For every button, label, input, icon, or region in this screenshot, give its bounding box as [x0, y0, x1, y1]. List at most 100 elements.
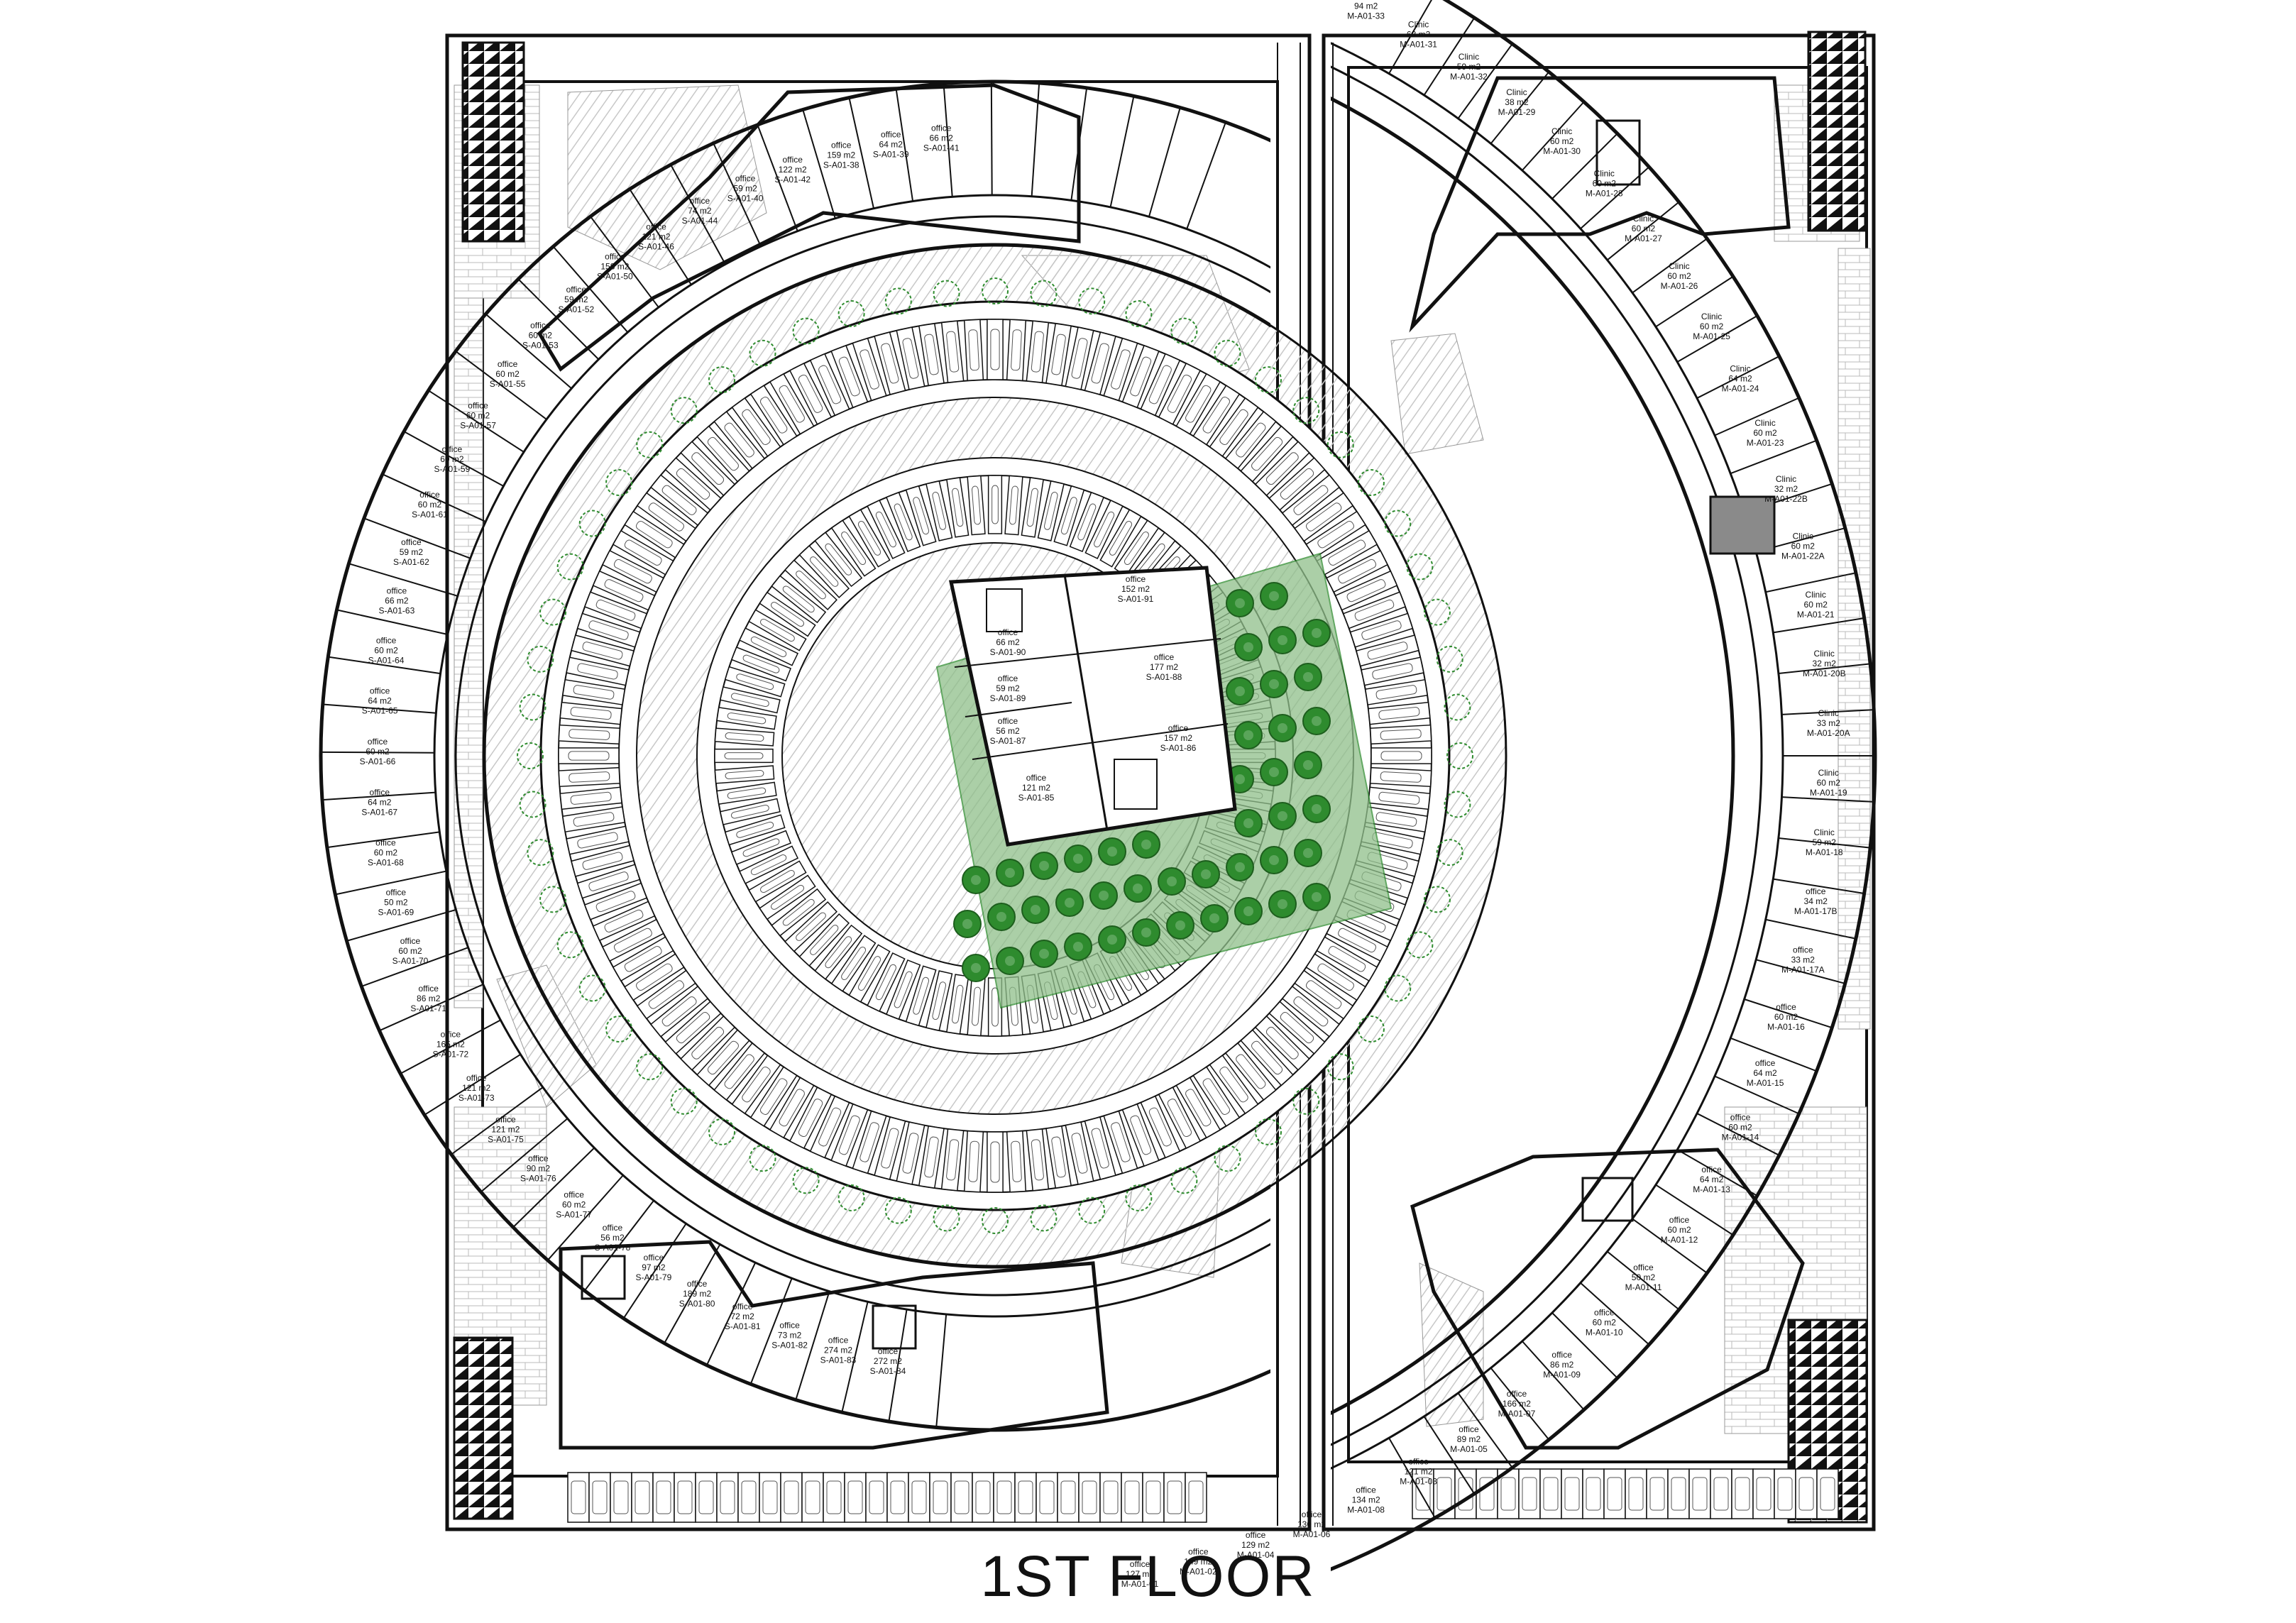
parking-stall — [624, 953, 685, 1001]
parking-stall — [1175, 373, 1221, 435]
parking-stall — [748, 860, 807, 903]
svg-text:Clinic: Clinic — [1730, 364, 1750, 374]
svg-text:office: office — [1130, 1559, 1150, 1569]
tree-icon — [1384, 510, 1412, 537]
parking-stall — [780, 1472, 803, 1523]
parking-stall — [814, 924, 863, 980]
tree-icon — [1226, 589, 1254, 617]
parking-stall — [905, 485, 937, 546]
tree-icon — [1326, 431, 1354, 458]
tree-icon — [884, 287, 912, 315]
tree-icon — [962, 954, 990, 982]
parking-stall — [1795, 1468, 1818, 1519]
tree-icon — [1170, 317, 1198, 345]
svg-text:60 m2: 60 m2 — [1667, 1225, 1691, 1235]
svg-text:office: office — [603, 1223, 623, 1233]
svg-text:60 m2: 60 m2 — [440, 454, 464, 464]
parking-stall — [1476, 1468, 1498, 1519]
parking-stall — [1326, 918, 1389, 962]
parking-stall — [724, 666, 786, 698]
parking-stall — [730, 830, 792, 865]
svg-text:M-A01-31: M-A01-31 — [1400, 40, 1437, 50]
tree-icon — [1200, 904, 1229, 932]
svg-text:S-A01-69: S-A01-69 — [378, 907, 414, 917]
parking-stall — [664, 1001, 722, 1055]
parking-stall — [830, 1103, 869, 1167]
svg-text:60 m2: 60 m2 — [495, 369, 520, 379]
parking-stall — [1294, 969, 1354, 1020]
svg-text:office: office — [931, 123, 952, 133]
parking-stall — [1646, 1468, 1669, 1519]
tree-icon — [670, 397, 698, 424]
parking-stall — [886, 1472, 909, 1523]
parking-stall — [852, 337, 887, 402]
parking-stall — [1625, 1468, 1647, 1519]
svg-text:S-A01-71: S-A01-71 — [410, 1003, 446, 1013]
tree-icon — [1268, 714, 1297, 742]
tree-icon — [1294, 751, 1322, 779]
parking-stall — [1192, 385, 1241, 446]
tree-icon — [1446, 742, 1473, 769]
parking-stall — [601, 918, 664, 962]
svg-text:121 m2: 121 m2 — [491, 1124, 520, 1134]
parking-stall — [1254, 441, 1310, 497]
tree-icon — [1234, 809, 1263, 837]
svg-text:office: office — [998, 627, 1018, 637]
svg-text:165 m2: 165 m2 — [436, 1039, 465, 1049]
svg-text:S-A01-89: S-A01-89 — [990, 693, 1026, 703]
svg-text:office: office — [1408, 1456, 1429, 1466]
svg-text:50 m2: 50 m2 — [1632, 1272, 1656, 1282]
svg-text:office: office — [386, 887, 407, 897]
tree-icon — [636, 1053, 664, 1081]
parking-stall — [571, 634, 635, 667]
parking-stall — [759, 1472, 781, 1523]
parking-stall — [972, 1472, 994, 1523]
parking-stall — [1121, 1103, 1160, 1167]
parking-stall — [1175, 1077, 1221, 1139]
svg-text:90 m2: 90 m2 — [527, 1163, 551, 1173]
svg-text:S-A01-39: S-A01-39 — [873, 149, 909, 159]
parking-stall — [798, 545, 850, 598]
svg-text:S-A01-38: S-A01-38 — [823, 160, 859, 170]
svg-text:60 m2: 60 m2 — [398, 946, 422, 956]
parking-stall — [561, 806, 626, 833]
svg-text:M-A01-27: M-A01-27 — [1625, 233, 1662, 243]
tree-icon — [1078, 287, 1106, 315]
svg-text:office: office — [605, 251, 625, 261]
parking-stall — [852, 1110, 887, 1174]
parking-stall — [1240, 425, 1294, 483]
svg-text:60 m2: 60 m2 — [1804, 600, 1828, 610]
parking-stall — [1209, 397, 1259, 457]
svg-text:S-A01-59: S-A01-59 — [434, 464, 471, 474]
parking-stall — [1078, 1472, 1101, 1523]
parking-stall — [1326, 549, 1389, 593]
parking-stall — [1361, 656, 1424, 686]
svg-text:office: office — [1168, 723, 1189, 733]
svg-text:Clinic: Clinic — [1669, 261, 1689, 271]
svg-text:office: office — [782, 155, 803, 165]
tree-icon — [1192, 860, 1220, 888]
